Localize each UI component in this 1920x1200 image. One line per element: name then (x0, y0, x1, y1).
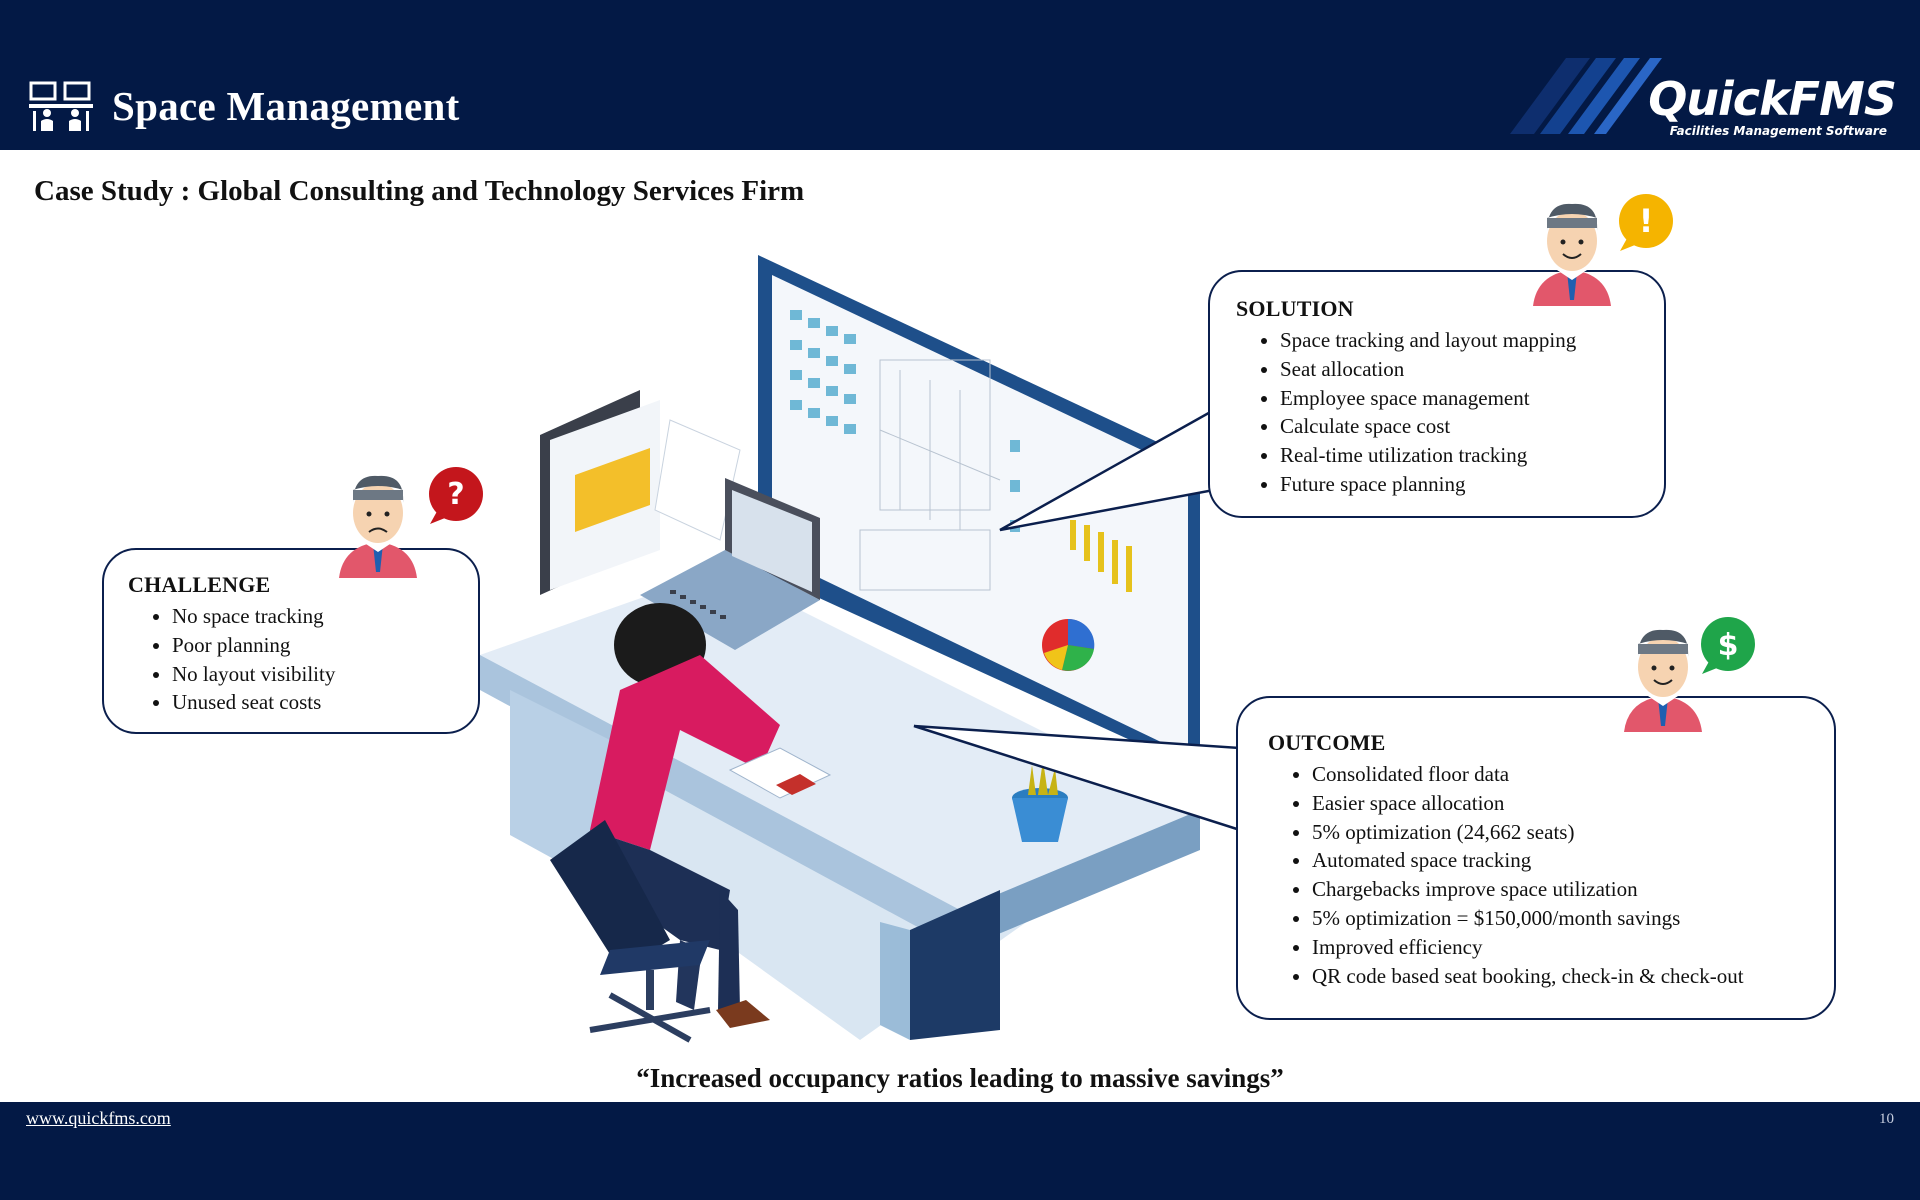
list-item: Poor planning (172, 631, 478, 660)
workstation-illustration (480, 255, 1200, 1043)
challenge-heading: CHALLENGE (128, 572, 271, 597)
list-item: Easier space allocation (1312, 789, 1834, 818)
tagline-quote: “Increased occupancy ratios leading to m… (636, 1063, 1284, 1093)
list-item: Future space planning (1280, 470, 1664, 499)
dollar-bubble-icon: $ (1701, 617, 1755, 674)
list-item: Real-time utilization tracking (1280, 441, 1664, 470)
list-item: QR code based seat booking, check-in & c… (1312, 962, 1834, 991)
list-item: Space tracking and layout mapping (1280, 326, 1664, 355)
brand-logo: QuickFMS (1648, 72, 1897, 126)
sad-person-icon (339, 475, 417, 578)
list-item: Chargebacks improve space utilization (1312, 875, 1834, 904)
challenge-box: CHALLENGE No space tracking Poor plannin… (102, 548, 480, 734)
website-link[interactable]: www.quickfms.com (26, 1108, 171, 1128)
list-item: Unused seat costs (172, 688, 478, 717)
page-title: Space Management (112, 83, 460, 129)
list-item: No space tracking (172, 602, 478, 631)
question-mark: ? (447, 477, 464, 512)
list-item: Automated space tracking (1312, 846, 1834, 875)
page-number: 10 (1879, 1111, 1894, 1127)
logo-stripes (1510, 58, 1662, 134)
outcome-box: OUTCOME Consolidated floor data Easier s… (1236, 696, 1836, 1020)
header-bar: Space Management QuickFMS Facilities Man… (0, 0, 1920, 150)
solution-box: SOLUTION Space tracking and layout mappi… (1208, 270, 1666, 518)
brand-tagline: Facilities Management Software (1669, 124, 1887, 138)
list-item: Improved efficiency (1312, 933, 1834, 962)
solution-list: Space tracking and layout mapping Seat a… (1236, 326, 1664, 499)
challenge-list: No space tracking Poor planning No layou… (128, 602, 478, 717)
list-item: 5% optimization = $150,000/month savings (1312, 904, 1834, 933)
list-item: Seat allocation (1280, 355, 1664, 384)
outcome-list: Consolidated floor data Easier space all… (1268, 760, 1834, 990)
smiling-person-icon (1624, 629, 1702, 732)
smiling-person-icon (1533, 203, 1611, 306)
list-item: No layout visibility (172, 660, 478, 689)
exclamation-bubble-icon: ! (1619, 194, 1673, 251)
list-item: Consolidated floor data (1312, 760, 1834, 789)
solution-heading: SOLUTION (1236, 296, 1354, 321)
list-item: Calculate space cost (1280, 412, 1664, 441)
question-bubble-icon: ? (429, 467, 483, 524)
exclamation-mark: ! (1639, 202, 1654, 240)
list-item: 5% optimization (24,662 seats) (1312, 818, 1834, 847)
seating-people-icon (29, 81, 93, 131)
dollar-sign: $ (1718, 628, 1739, 663)
case-study-title: Case Study : Global Consulting and Techn… (34, 175, 805, 207)
footer-bar (0, 1102, 1920, 1200)
outcome-heading: OUTCOME (1268, 730, 1386, 755)
list-item: Employee space management (1280, 384, 1664, 413)
